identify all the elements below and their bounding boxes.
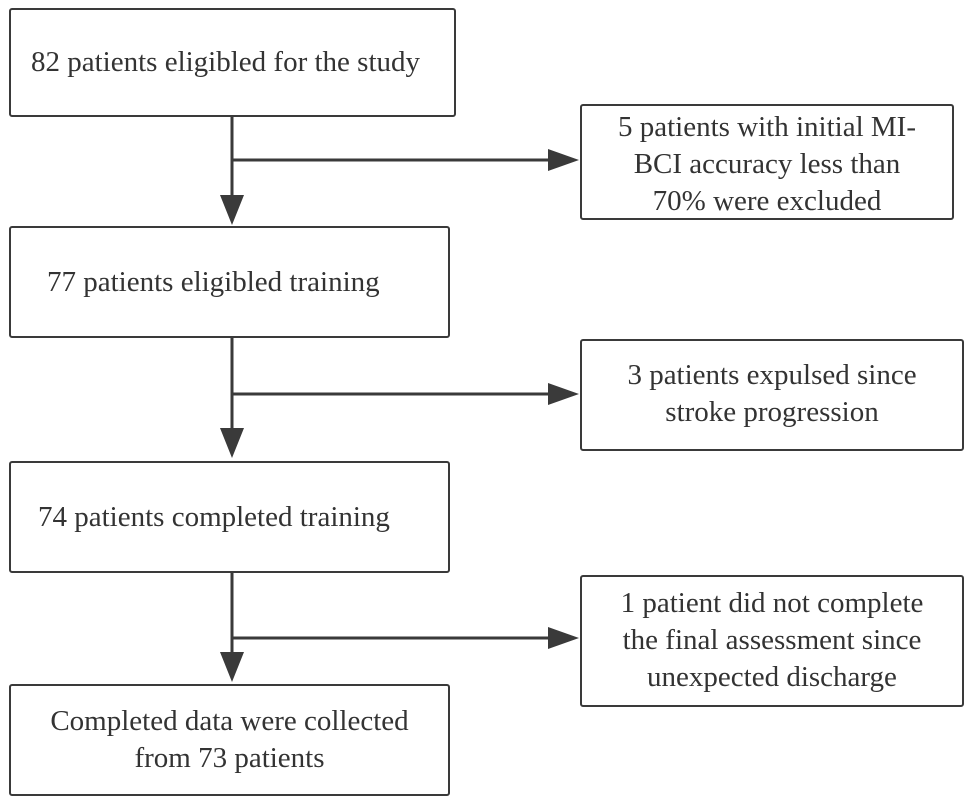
- arrowhead-right-3: [548, 627, 579, 649]
- exclusion-box-discharge: 1 patient did not complete the final ass…: [580, 575, 964, 707]
- step-box-eligible: 82 patients eligibled for the study: [9, 8, 456, 117]
- arrowhead-right-2: [548, 383, 579, 405]
- arrowhead-right-1: [548, 149, 579, 171]
- step-box-training-eligible: 77 patients eligibled training: [9, 226, 450, 338]
- exclusion-box-low-accuracy: 5 patients with initial MI- BCI accuracy…: [580, 104, 954, 220]
- step-text: 77 patients eligibled training: [47, 265, 380, 298]
- exclusion-text-line-2: BCI accuracy less than: [633, 148, 901, 180]
- exclusion-text-line-3: 70% were excluded: [652, 185, 882, 217]
- arrowhead-down-3: [220, 652, 244, 682]
- step-text: 74 patients completed training: [38, 500, 390, 533]
- arrowhead-down-1: [220, 195, 244, 225]
- step-box-training-completed: 74 patients completed training: [9, 461, 450, 573]
- exclusion-text-line-2: stroke progression: [665, 396, 879, 428]
- step-box-data-collected: Completed data were collected from 73 pa…: [9, 684, 450, 796]
- exclusion-text-line-2: the final assessment since: [622, 624, 922, 656]
- arrowhead-down-2: [220, 428, 244, 458]
- step-text-line-1: Completed data were collected: [50, 705, 409, 737]
- exclusion-text-line-3: unexpected discharge: [647, 661, 897, 693]
- step-text: 82 patients eligibled for the study: [31, 46, 421, 78]
- exclusion-text-line-1: 5 patients with initial MI-: [617, 111, 916, 143]
- step-text-line-2: from 73 patients: [134, 742, 325, 774]
- exclusion-text-line-1: 1 patient did not complete: [620, 587, 924, 619]
- exclusion-text-line-1: 3 patients expulsed since: [627, 359, 917, 391]
- exclusion-box-stroke-progression: 3 patients expulsed since stroke progres…: [580, 339, 964, 451]
